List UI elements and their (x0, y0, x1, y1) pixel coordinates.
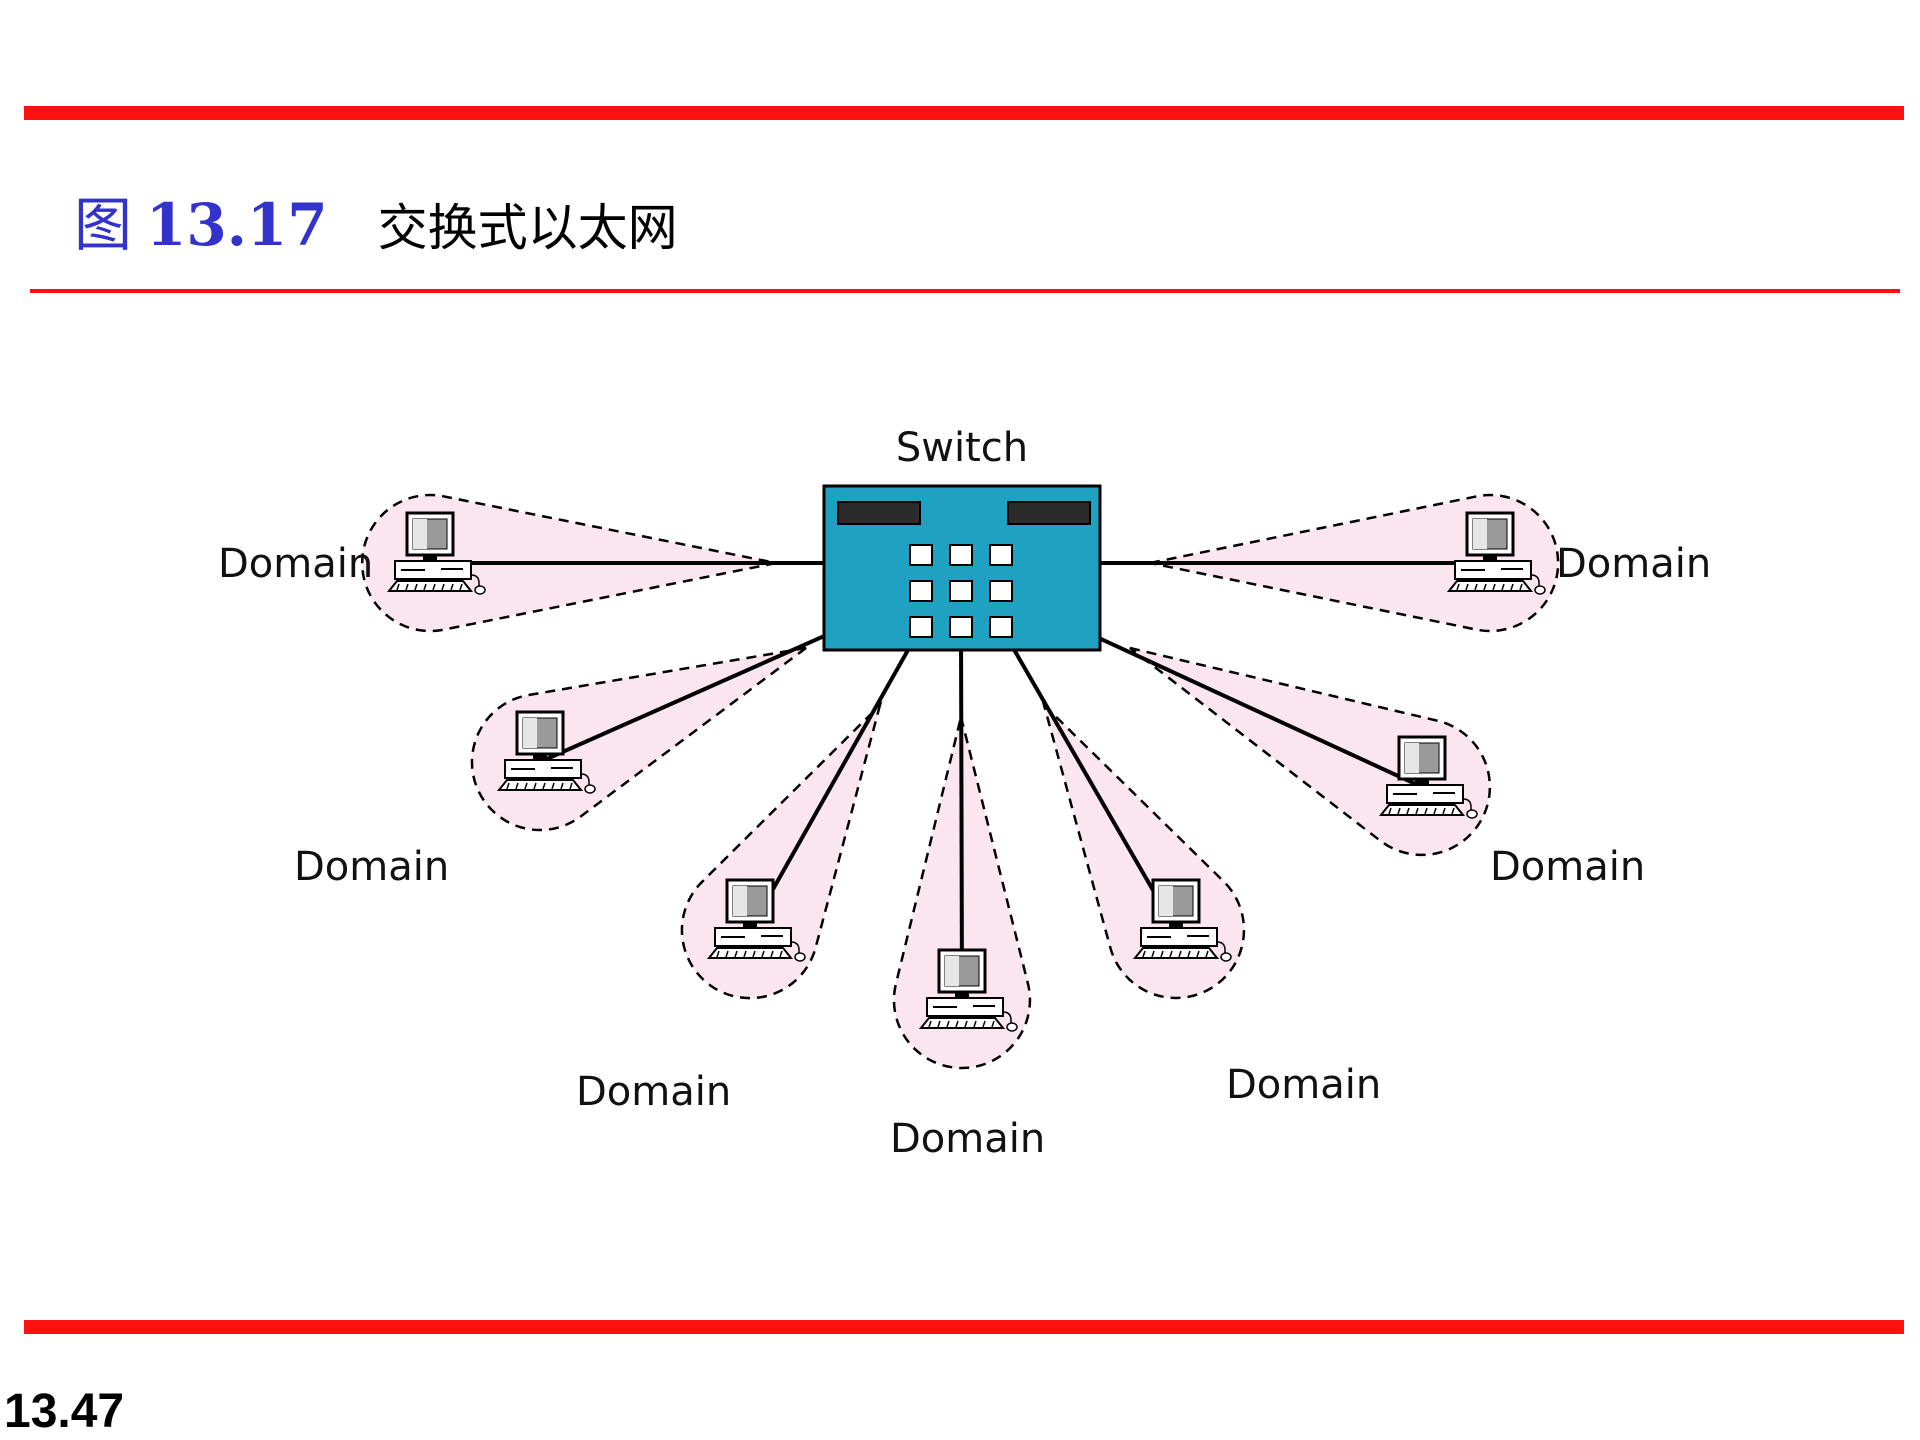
computer-icon (1446, 511, 1546, 595)
domain-label-1: Domain (218, 541, 373, 587)
stations (386, 511, 1546, 1032)
page-number: 13.47 (4, 1385, 125, 1438)
switch-port (989, 616, 1013, 638)
computer-icon (496, 710, 596, 794)
switch-port (949, 580, 973, 602)
computer-icon (1378, 735, 1478, 819)
collision-domain (680, 700, 883, 1000)
domain-label-4: Domain (1490, 844, 1645, 890)
domain-label-6: Domain (1226, 1062, 1381, 1108)
switch-port (989, 580, 1013, 602)
domain-label-2: Domain (1556, 541, 1711, 587)
domain-labels: Domain Domain Domain Domain Domain Domai… (218, 541, 1711, 1162)
bottom-rule (24, 1320, 1904, 1334)
switch-label: Switch (896, 425, 1028, 471)
domain-label-5: Domain (576, 1069, 731, 1115)
title-underline (30, 289, 1900, 293)
switch-port (949, 544, 973, 566)
computer-icon (918, 948, 1018, 1032)
computer-icon (1132, 878, 1232, 962)
switch (822, 484, 1102, 652)
collision-domain (1041, 700, 1246, 1000)
computer-icon (706, 878, 806, 962)
network-link (999, 625, 1178, 932)
switch-port (909, 544, 933, 566)
figure-caption: 交换式以太网 (377, 199, 678, 257)
computer-icon (386, 511, 486, 595)
top-rule-thick (24, 106, 1904, 120)
switch-port (909, 580, 933, 602)
switch-ports (909, 544, 1013, 638)
switch-port (989, 544, 1013, 566)
network-link (748, 626, 923, 931)
switch-port (949, 616, 973, 638)
domain-label-3: Domain (294, 844, 449, 890)
network-link (959, 626, 964, 1001)
switch-port (909, 616, 933, 638)
domain-label-7: Domain (890, 1116, 1045, 1162)
